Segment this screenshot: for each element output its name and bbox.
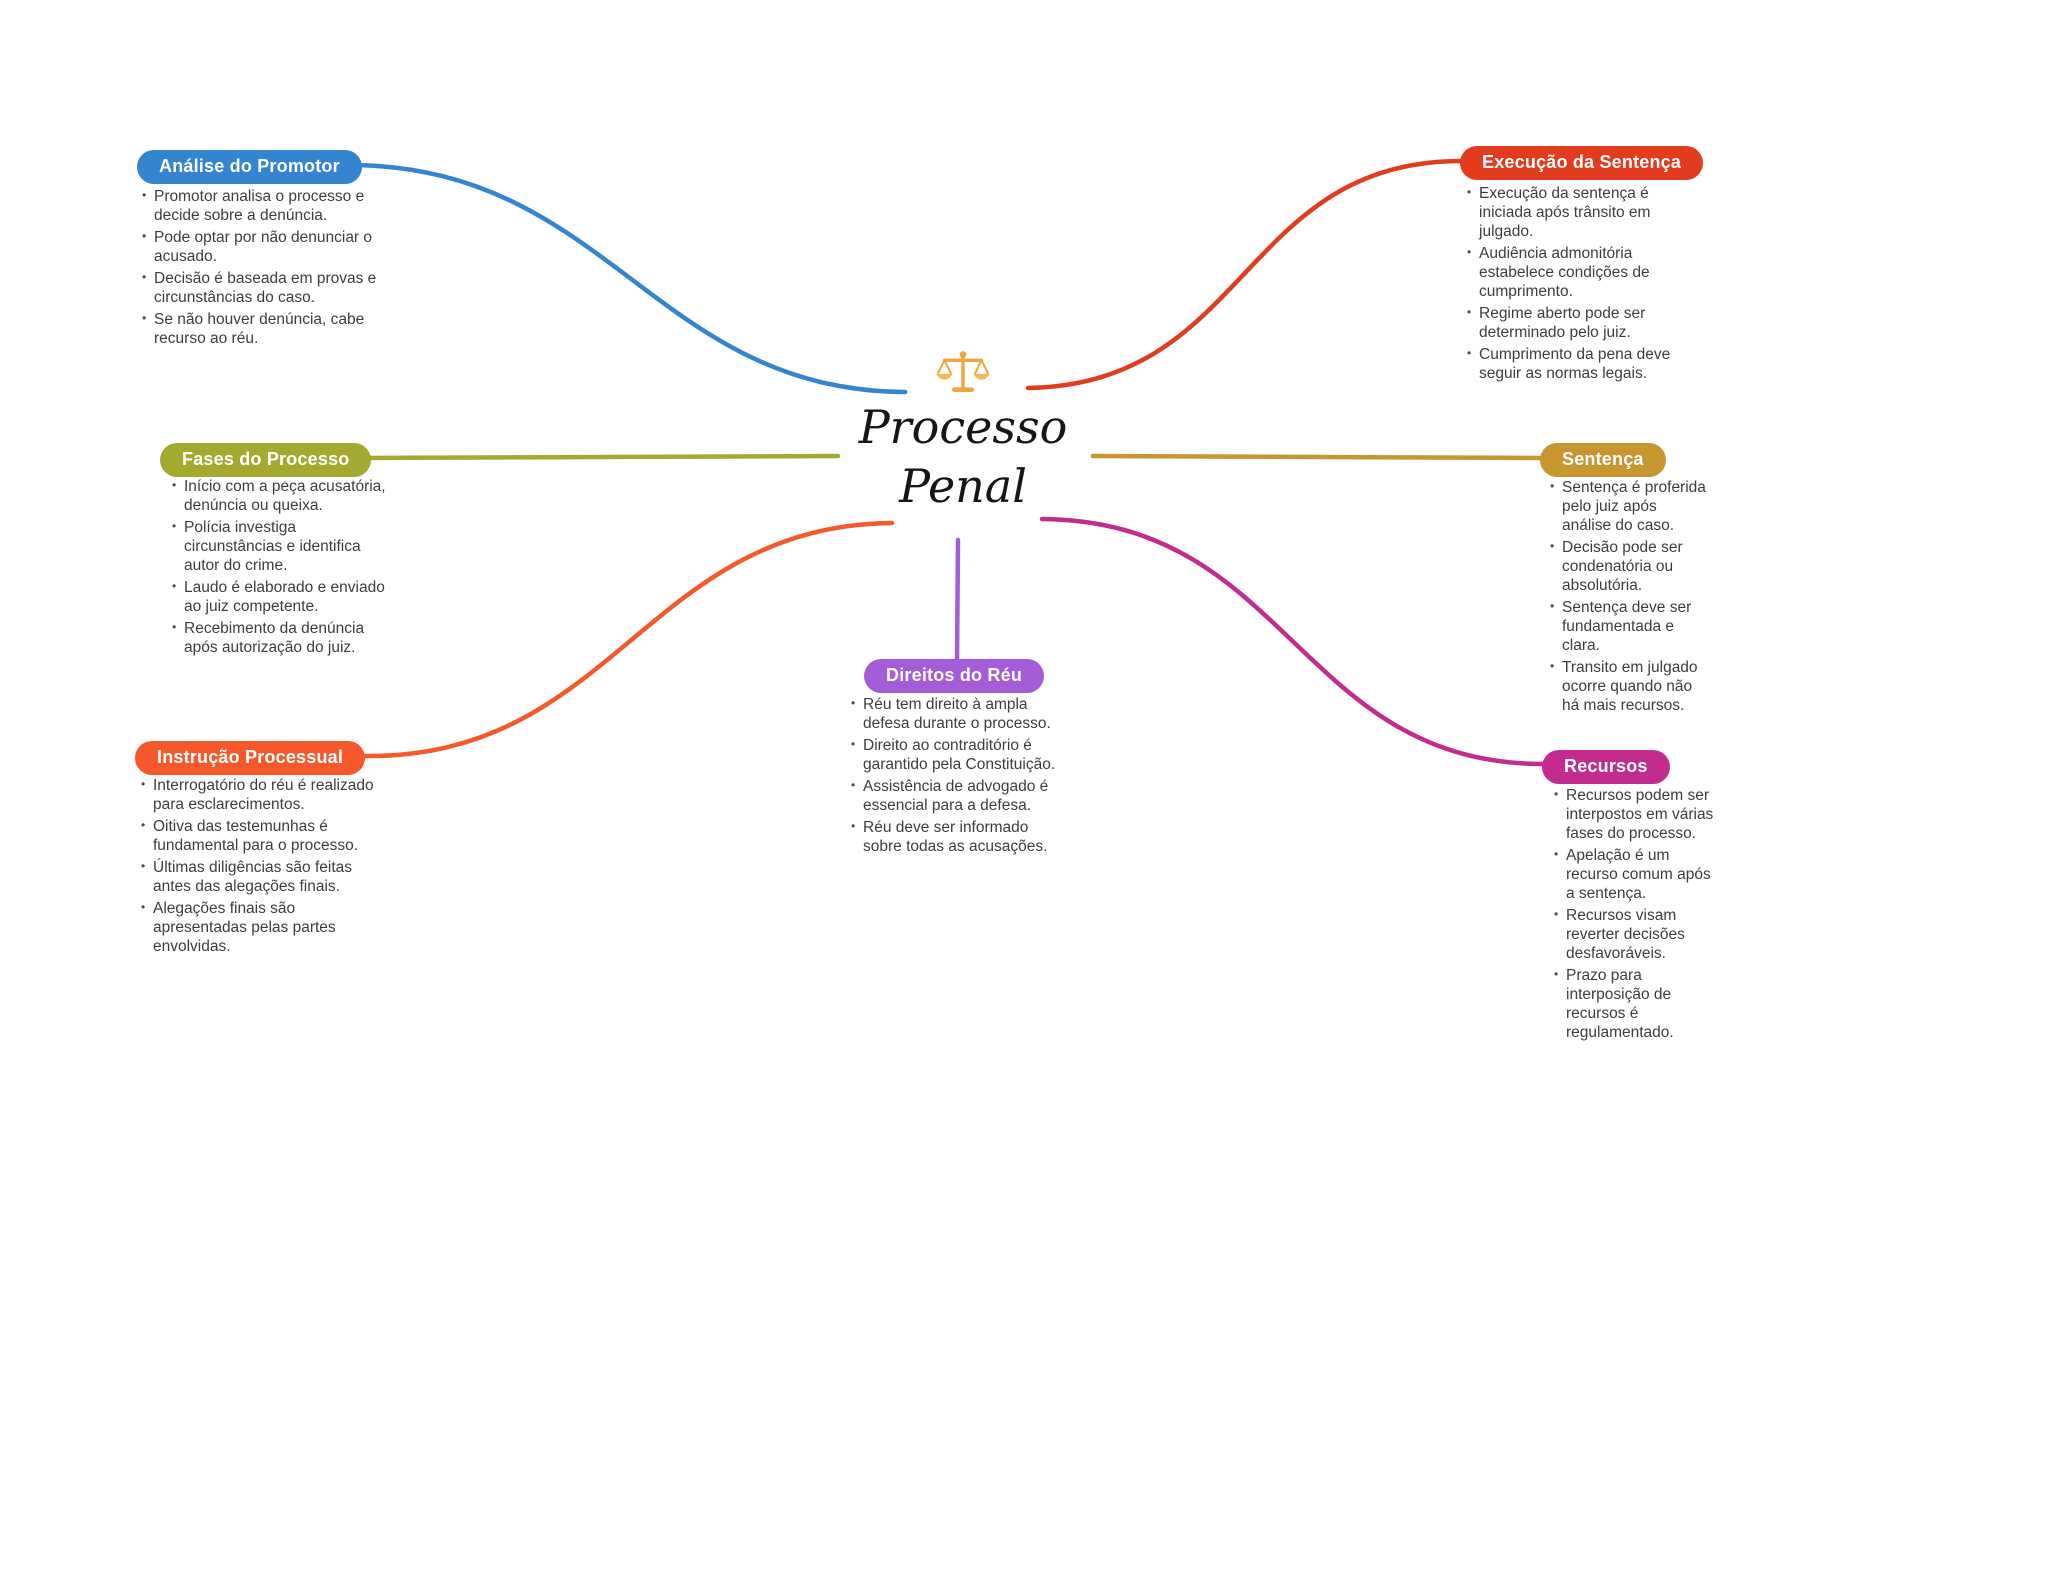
bullet-item: Réu deve ser informado sobre todas as ac… [850, 817, 1066, 856]
bullet-item: Sentença deve ser fundamentada e clara. [1549, 597, 1707, 655]
branch-pill-execucao-da-sentenca[interactable]: Execução da Sentença [1460, 146, 1704, 180]
center-title-line2: Penal [899, 458, 1027, 513]
bullet-item: Pode optar por não denunciar o acusado. [141, 227, 379, 266]
bullet-item: Assistência de advogado é essencial para… [850, 776, 1066, 815]
bullet-item: Últimas diligências são feitas antes das… [140, 857, 382, 896]
bullet-item: Recursos podem ser interpostos em várias… [1553, 785, 1715, 843]
bullet-item: Decisão pode ser condenatória ou absolut… [1549, 537, 1707, 595]
connector-fases-do-processo [359, 453, 841, 461]
bullet-item: Polícia investiga circunstâncias e ident… [171, 517, 391, 575]
bullet-item: Regime aberto pode ser determinado pelo … [1466, 303, 1680, 342]
bullet-item: Execução da sentença é iniciada após trâ… [1466, 183, 1680, 241]
bullet-item: Cumprimento da pena deve seguir as norma… [1466, 344, 1680, 383]
bullet-item: Interrogatório do réu é realizado para e… [140, 775, 382, 814]
bullet-item: Sentença é proferida pelo juiz após anál… [1549, 477, 1707, 535]
bullet-item: Promotor analisa o processo e decide sob… [141, 186, 379, 225]
branch-pill-sentenca[interactable]: Sentença [1540, 443, 1666, 477]
bullet-item: Oitiva das testemunhas é fundamental par… [140, 816, 382, 855]
connector-instrucao-processual [362, 520, 895, 759]
branch-items-recursos: Recursos podem ser interpostos em várias… [1553, 785, 1715, 1045]
branch-items-direitos-do-reu: Réu tem direito à ampla defesa durante o… [850, 694, 1066, 859]
branch-pill-analise-do-promotor[interactable]: Análise do Promotor [137, 150, 362, 184]
bullet-item: Recursos visam reverter decisões desfavo… [1553, 905, 1715, 963]
bullet-item: Recebimento da denúncia após autorização… [171, 618, 391, 657]
center-topic[interactable]: Processo Penal [810, 398, 1116, 516]
connector-direitos-do-reu [954, 537, 961, 664]
branch-items-execucao-da-sentenca: Execução da sentença é iniciada após trâ… [1466, 183, 1680, 386]
branch-pill-direitos-do-reu[interactable]: Direitos do Réu [864, 659, 1045, 693]
connector-sentenca [1090, 453, 1545, 461]
bullet-item: Prazo para interposição de recursos é re… [1553, 965, 1715, 1042]
bullet-item: Decisão é baseada em provas e circunstân… [141, 268, 379, 307]
bullet-item: Alegações finais são apresentadas pelas … [140, 898, 382, 956]
connector-analise-do-promotor [353, 162, 908, 395]
branch-pill-instrucao-processual[interactable]: Instrução Processual [135, 741, 366, 775]
bullet-item: Apelação é um recurso comum após a sente… [1553, 845, 1715, 903]
branch-pill-recursos[interactable]: Recursos [1542, 750, 1670, 784]
bullet-item: Se não houver denúncia, cabe recurso ao … [141, 309, 379, 348]
center-title-line1: Processo [858, 400, 1068, 454]
bullet-item: Transito em julgado ocorre quando não há… [1549, 657, 1707, 715]
bullet-item: Laudo é elaborado e enviado ao juiz comp… [171, 577, 391, 616]
bullet-item: Réu tem direito à ampla defesa durante o… [850, 694, 1066, 733]
branch-items-sentenca: Sentença é proferida pelo juiz após anál… [1549, 477, 1707, 718]
bullet-item: Audiência admonitória estabelece condiçõ… [1466, 243, 1680, 301]
branch-items-analise-do-promotor: Promotor analisa o processo e decide sob… [141, 186, 379, 351]
branch-items-instrucao-processual: Interrogatório do réu é realizado para e… [140, 775, 382, 959]
branch-items-fases-do-processo: Início com a peça acusatória, denúncia o… [171, 476, 391, 660]
branch-pill-fases-do-processo[interactable]: Fases do Processo [160, 443, 372, 477]
bullet-item: Direito ao contraditório é garantido pel… [850, 735, 1066, 774]
bullet-item: Início com a peça acusatória, denúncia o… [171, 476, 391, 515]
scales-of-justice-icon [936, 348, 990, 403]
connector-recursos [1039, 516, 1547, 767]
connector-execucao-da-sentenca [1025, 158, 1465, 391]
